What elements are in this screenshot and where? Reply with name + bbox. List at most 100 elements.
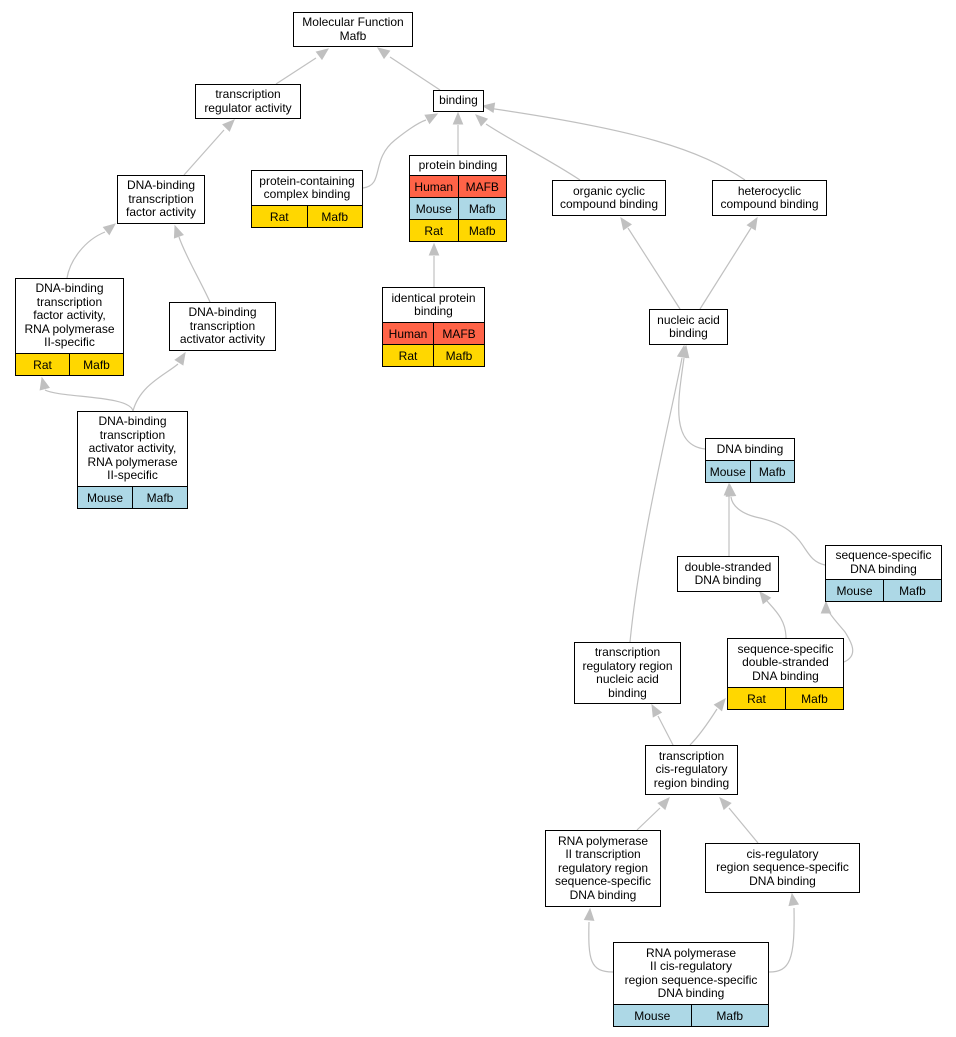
species-cell: Mouse bbox=[709, 464, 746, 479]
arrowhead bbox=[173, 224, 184, 239]
node-dna-binding-tf-activity-rnap2-specific[interactable]: DNA-binding transcription factor activit… bbox=[15, 278, 124, 376]
node-label: cis-regulatory region sequence-specific … bbox=[716, 846, 849, 888]
node-double-stranded-dna-binding[interactable]: double-stranded DNA binding bbox=[677, 556, 779, 592]
node-label: organic cyclic compound binding bbox=[559, 183, 659, 211]
species-cell: Rat bbox=[747, 691, 766, 706]
edge-dbtf-to-tra bbox=[183, 129, 225, 176]
species-cell: Mouse bbox=[415, 201, 452, 216]
arrowhead bbox=[657, 797, 670, 811]
species-cell: Mouse bbox=[836, 583, 873, 598]
gene-cell: MAFB bbox=[433, 323, 484, 344]
arrowhead bbox=[583, 907, 595, 921]
node-label: protein binding bbox=[418, 157, 498, 172]
node-label: RNA polymerase II cis-regulatory region … bbox=[624, 945, 758, 1000]
node-label: protein-containing complex binding bbox=[259, 173, 355, 201]
arrowhead bbox=[788, 892, 800, 907]
node-heterocyclic-compound-binding[interactable]: heterocyclic compound binding bbox=[712, 180, 827, 216]
edge-rnap2cr-to-crrssdb bbox=[768, 907, 795, 973]
arrowhead bbox=[315, 48, 330, 61]
node-transcription-regulatory-region-nucleic-acid-binding[interactable]: transcription regulatory region nucleic … bbox=[574, 642, 681, 704]
arrowhead bbox=[452, 111, 464, 125]
node-rnap2-transcription-regulatory-region-ss-dna-binding[interactable]: RNA polymerase II transcription regulato… bbox=[545, 830, 661, 907]
gene-cell: Mafb bbox=[749, 461, 795, 482]
species-row-rat: Rat Mafb bbox=[728, 687, 843, 709]
node-rnap2-cis-regulatory-region-ss-dna-binding[interactable]: RNA polymerase II cis-regulatory region … bbox=[613, 942, 769, 1027]
gene-cell: Mafb bbox=[785, 688, 843, 709]
gene-cell: Mafb bbox=[306, 206, 363, 227]
edge-rnap2cr-to-rnap2trr bbox=[588, 921, 614, 973]
gene-cell: Mafb bbox=[457, 220, 507, 241]
node-protein-containing-complex-binding[interactable]: protein-containing complex binding Rat Ma… bbox=[251, 170, 363, 228]
species-row-human: Human MAFB bbox=[383, 322, 484, 344]
edge-ssdb-to-dnab bbox=[730, 496, 826, 566]
edge-crrssdb-to-tcrrb bbox=[728, 807, 759, 844]
node-label: transcription regulator activity bbox=[204, 87, 292, 115]
arrowhead bbox=[481, 102, 496, 114]
species-row-rat: Rat Mafb bbox=[252, 205, 362, 227]
edge-nab-to-occb bbox=[627, 227, 681, 310]
node-label: sequence-specific DNA binding bbox=[835, 548, 932, 576]
node-dna-binding-transcription-activator-activity[interactable]: DNA-binding transcription activator acti… bbox=[169, 302, 276, 351]
node-sequence-specific-double-stranded-dna-binding[interactable]: sequence-specific double-stranded DNA bi… bbox=[727, 638, 844, 710]
arrowhead bbox=[174, 351, 186, 366]
node-label: Molecular Function Mafb bbox=[302, 15, 404, 43]
species-cell: Rat bbox=[424, 223, 444, 238]
edge-dbtaa2-to-dbtaa bbox=[132, 363, 179, 412]
edge-nab-to-hcb bbox=[699, 227, 752, 310]
node-cis-regulatory-region-ss-dna-binding[interactable]: cis-regulatory region sequence-specific … bbox=[705, 843, 860, 893]
gene-cell: Mafb bbox=[433, 345, 484, 366]
arrowhead bbox=[222, 119, 235, 132]
node-label: binding bbox=[439, 93, 478, 108]
gene-cell: Mafb bbox=[69, 354, 123, 375]
node-molecular-function[interactable]: Molecular Function Mafb bbox=[293, 12, 413, 47]
species-row-mouse: Mouse Mafb bbox=[410, 197, 506, 219]
arrowhead bbox=[746, 216, 758, 231]
node-label: DNA-binding transcription factor activit… bbox=[24, 281, 115, 350]
edge-ssdsdb-to-dsdb bbox=[766, 600, 787, 639]
arrowhead bbox=[39, 376, 50, 391]
node-label: sequence-specific double-stranded DNA bi… bbox=[737, 641, 834, 683]
arrowhead bbox=[759, 590, 772, 605]
node-organic-cyclic-compound-binding[interactable]: organic cyclic compound binding bbox=[552, 180, 666, 216]
node-label: RNA polymerase II transcription regulato… bbox=[554, 833, 652, 902]
edge-dnab-to-nab bbox=[678, 357, 706, 450]
gene-cell: MAFB bbox=[457, 176, 507, 197]
species-cell: Rat bbox=[269, 209, 289, 224]
node-label: heterocyclic compound binding bbox=[720, 183, 819, 211]
arrowhead bbox=[620, 216, 632, 231]
node-nucleic-acid-binding[interactable]: nucleic acid binding bbox=[649, 309, 728, 345]
edge-occb-to-bind bbox=[485, 123, 581, 181]
edge-tcrrb-to-ssdsdb bbox=[689, 708, 718, 746]
edge-bind-to-mf bbox=[389, 56, 441, 91]
node-dna-binding-ta-activity-rnap2-specific[interactable]: DNA-binding transcription activator acti… bbox=[77, 411, 188, 509]
arrowhead bbox=[475, 114, 489, 127]
arrowhead bbox=[719, 797, 732, 811]
arrowhead bbox=[424, 113, 439, 125]
gene-cell: Mafb bbox=[132, 487, 187, 508]
gene-cell: Mafb bbox=[690, 1005, 769, 1026]
species-row-rat: Rat Mafb bbox=[383, 344, 484, 366]
node-label: nucleic acid binding bbox=[657, 312, 720, 340]
arrowhead bbox=[428, 242, 440, 256]
edge-tcrrb-to-trrnab bbox=[657, 715, 674, 746]
species-cell: Human bbox=[414, 179, 454, 194]
node-label: DNA-binding transcription activator acti… bbox=[87, 414, 178, 483]
gene-cell: Mafb bbox=[457, 198, 507, 219]
species-cell: Human bbox=[388, 326, 428, 341]
species-cell: Rat bbox=[398, 348, 418, 363]
node-transcription-cis-regulatory-region-binding[interactable]: transcription cis-regulatory region bind… bbox=[645, 745, 738, 795]
edge-dbtf2-to-dbtf bbox=[66, 231, 106, 279]
node-transcription-regulator-activity[interactable]: transcription regulator activity bbox=[195, 84, 301, 119]
node-label: double-stranded DNA binding bbox=[684, 559, 772, 587]
node-dna-binding-transcription-factor-activity[interactable]: DNA-binding transcription factor activit… bbox=[117, 175, 205, 224]
node-binding[interactable]: binding bbox=[433, 90, 484, 112]
